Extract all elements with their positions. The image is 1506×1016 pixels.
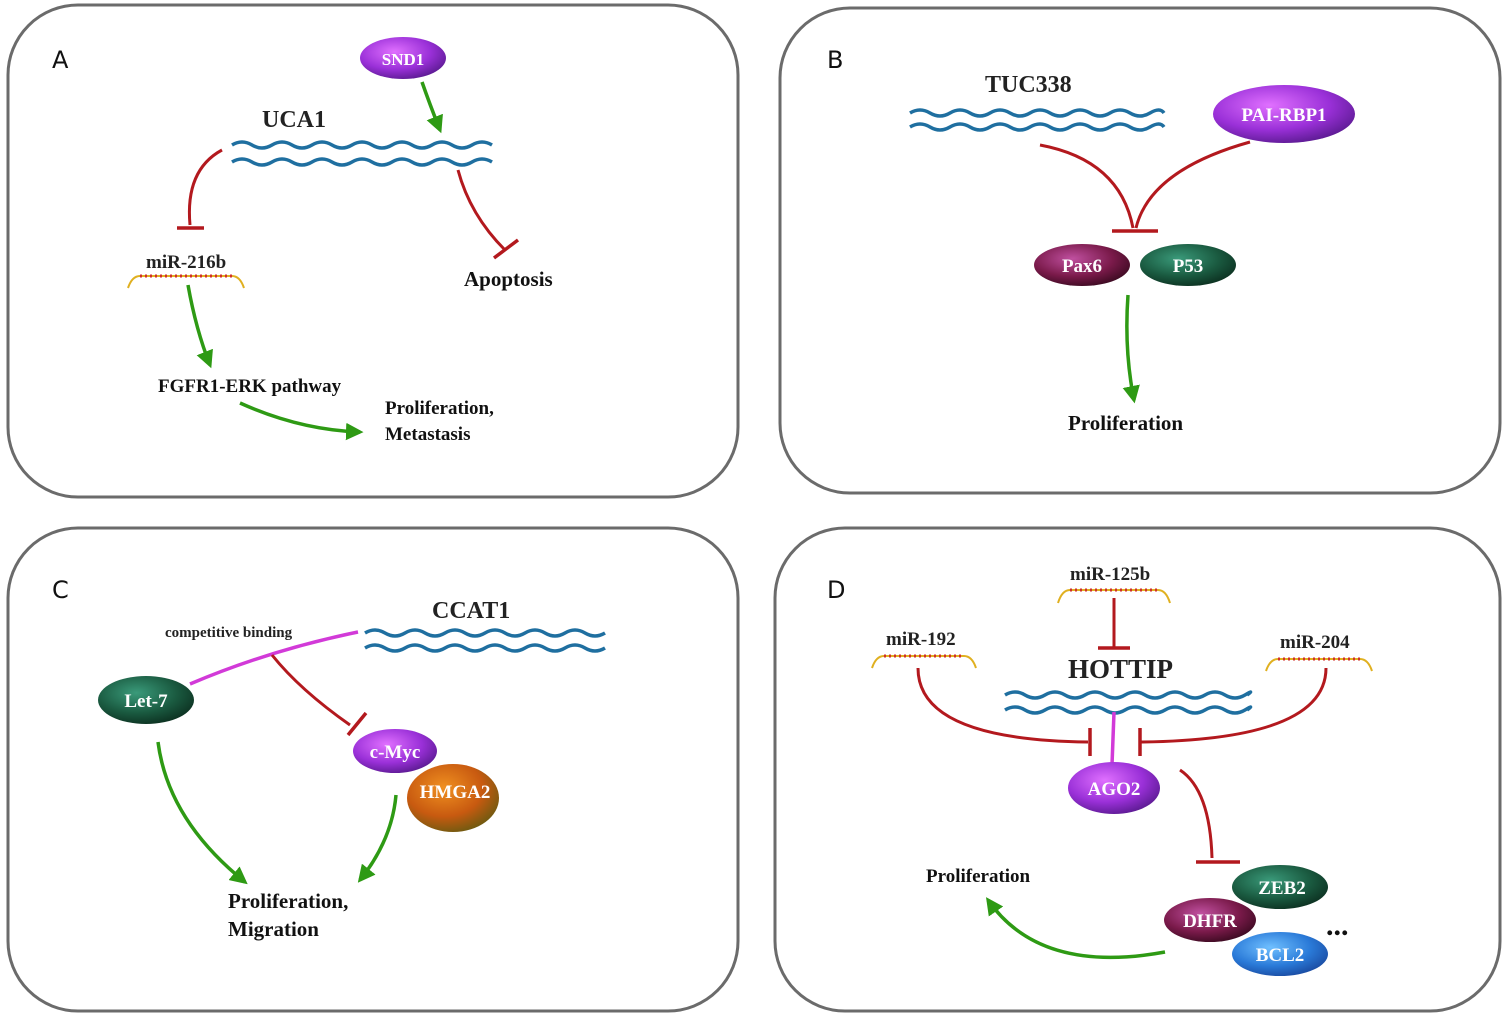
hottip-ago2-binding bbox=[1110, 711, 1116, 766]
hmga2-label: HMGA2 bbox=[420, 782, 491, 803]
mir125b-strand bbox=[1057, 588, 1171, 604]
panel-c: C CCAT1 competitive binding Let-7 c-Myc … bbox=[6, 526, 740, 1013]
competitive-binding-line bbox=[189, 630, 359, 686]
pax6-label: Pax6 bbox=[1062, 256, 1102, 277]
ago2-protein: AGO2 bbox=[1068, 762, 1160, 814]
dhfr-protein: DHFR bbox=[1164, 898, 1256, 942]
pai-rbp1-label: PAI-RBP1 bbox=[1241, 105, 1326, 126]
snd1-activation-arrow bbox=[420, 81, 443, 134]
hmga2-protein: HMGA2 bbox=[407, 764, 499, 832]
p53-label: P53 bbox=[1173, 256, 1204, 277]
uca1-inhibits-mir216b bbox=[187, 148, 223, 226]
panel-a-frame bbox=[6, 3, 740, 499]
pax6-p53-to-proliferation-arrow bbox=[1122, 294, 1140, 404]
mir204-strand bbox=[1265, 657, 1373, 672]
mir204-inhibits-ago2 bbox=[1139, 667, 1328, 744]
uca1-inhibits-apoptosis bbox=[456, 169, 507, 252]
fgfr1-to-outcome-arrow bbox=[239, 401, 364, 441]
competitive-binding-label: competitive binding bbox=[165, 625, 293, 641]
bcl2-label: BCL2 bbox=[1256, 945, 1305, 966]
panel-c-letter: C bbox=[52, 576, 69, 604]
snd1-label: SND1 bbox=[382, 50, 425, 69]
inhibit-bar-apoptosis bbox=[492, 238, 520, 260]
mir125b-label: miR-125b bbox=[1070, 564, 1150, 585]
outcome-b: Proliferation bbox=[1068, 411, 1183, 435]
ccat1-label: CCAT1 bbox=[432, 598, 510, 624]
hottip-label: HOTTIP bbox=[1068, 654, 1173, 684]
dhfr-label: DHFR bbox=[1183, 911, 1237, 932]
panel-b-letter: B bbox=[827, 46, 843, 74]
more-targets-ellipsis: ... bbox=[1326, 909, 1349, 942]
pai-rbp1-inhibits-pax6-p53 bbox=[1134, 140, 1251, 229]
ccat1-rna-strand bbox=[364, 628, 606, 653]
mir216b-strand bbox=[127, 274, 245, 289]
bcl2-protein: BCL2 bbox=[1232, 932, 1328, 976]
outcome-a-line2: Metastasis bbox=[385, 424, 470, 445]
mir216b-to-fgfr1-arrow bbox=[186, 284, 213, 369]
mir216b-label: miR-216b bbox=[146, 252, 226, 273]
outcome-c-line2: Migration bbox=[228, 917, 319, 941]
zeb2-protein: ZEB2 bbox=[1232, 865, 1328, 909]
uca1-rna-strand bbox=[231, 140, 493, 167]
pai-rbp1-protein: PAI-RBP1 bbox=[1213, 85, 1355, 143]
let7-label: Let-7 bbox=[124, 691, 168, 712]
tuc338-label: TUC338 bbox=[985, 72, 1072, 98]
let7-to-outcome-arrow bbox=[156, 741, 248, 885]
targets-to-proliferation-arrow bbox=[986, 897, 1166, 960]
ago2-inhibits-targets bbox=[1179, 768, 1214, 859]
inhibit-bar-cmyc bbox=[346, 711, 368, 737]
ago2-label: AGO2 bbox=[1088, 779, 1141, 800]
panel-a: A UCA1 SND1 Apoptosis miR-216b FGFR1-ERK… bbox=[6, 3, 740, 499]
tuc338-inhibits-pax6-p53 bbox=[1039, 143, 1135, 229]
panel-d: D miR-125b miR-192 miR-204 HOTTIP bbox=[773, 526, 1502, 1013]
apoptosis-label: Apoptosis bbox=[464, 267, 553, 291]
outcome-a-line1: Proliferation, bbox=[385, 398, 494, 419]
mir192-label: miR-192 bbox=[886, 629, 956, 650]
mir192-strand bbox=[871, 654, 977, 669]
cmyc-label: c-Myc bbox=[370, 742, 421, 763]
tuc338-rna-strand bbox=[909, 108, 1166, 132]
outcome-d: Proliferation bbox=[926, 866, 1031, 887]
cmyc-protein: c-Myc bbox=[353, 729, 437, 773]
panel-b: B TUC338 PAI-RBP1 Pax6 P53 Proliferation bbox=[778, 6, 1502, 495]
p53-protein: P53 bbox=[1140, 244, 1236, 286]
let7-protein: Let-7 bbox=[98, 676, 194, 724]
mir204-label: miR-204 bbox=[1280, 632, 1350, 653]
panel-d-letter: D bbox=[827, 576, 845, 604]
outcome-c-line1: Proliferation, bbox=[228, 889, 348, 913]
uca1-label: UCA1 bbox=[262, 107, 326, 133]
ccat1-inhibits-cmyc bbox=[270, 654, 351, 727]
fgfr1-erk-label: FGFR1-ERK pathway bbox=[158, 376, 342, 397]
zeb2-label: ZEB2 bbox=[1258, 878, 1306, 899]
cmyc-to-outcome-arrow bbox=[357, 794, 398, 883]
mir192-inhibits-ago2 bbox=[916, 667, 1089, 744]
pax6-protein: Pax6 bbox=[1034, 244, 1130, 286]
hottip-rna-strand bbox=[1004, 690, 1253, 715]
panel-a-letter: A bbox=[52, 46, 69, 74]
snd1-protein: SND1 bbox=[360, 37, 446, 79]
